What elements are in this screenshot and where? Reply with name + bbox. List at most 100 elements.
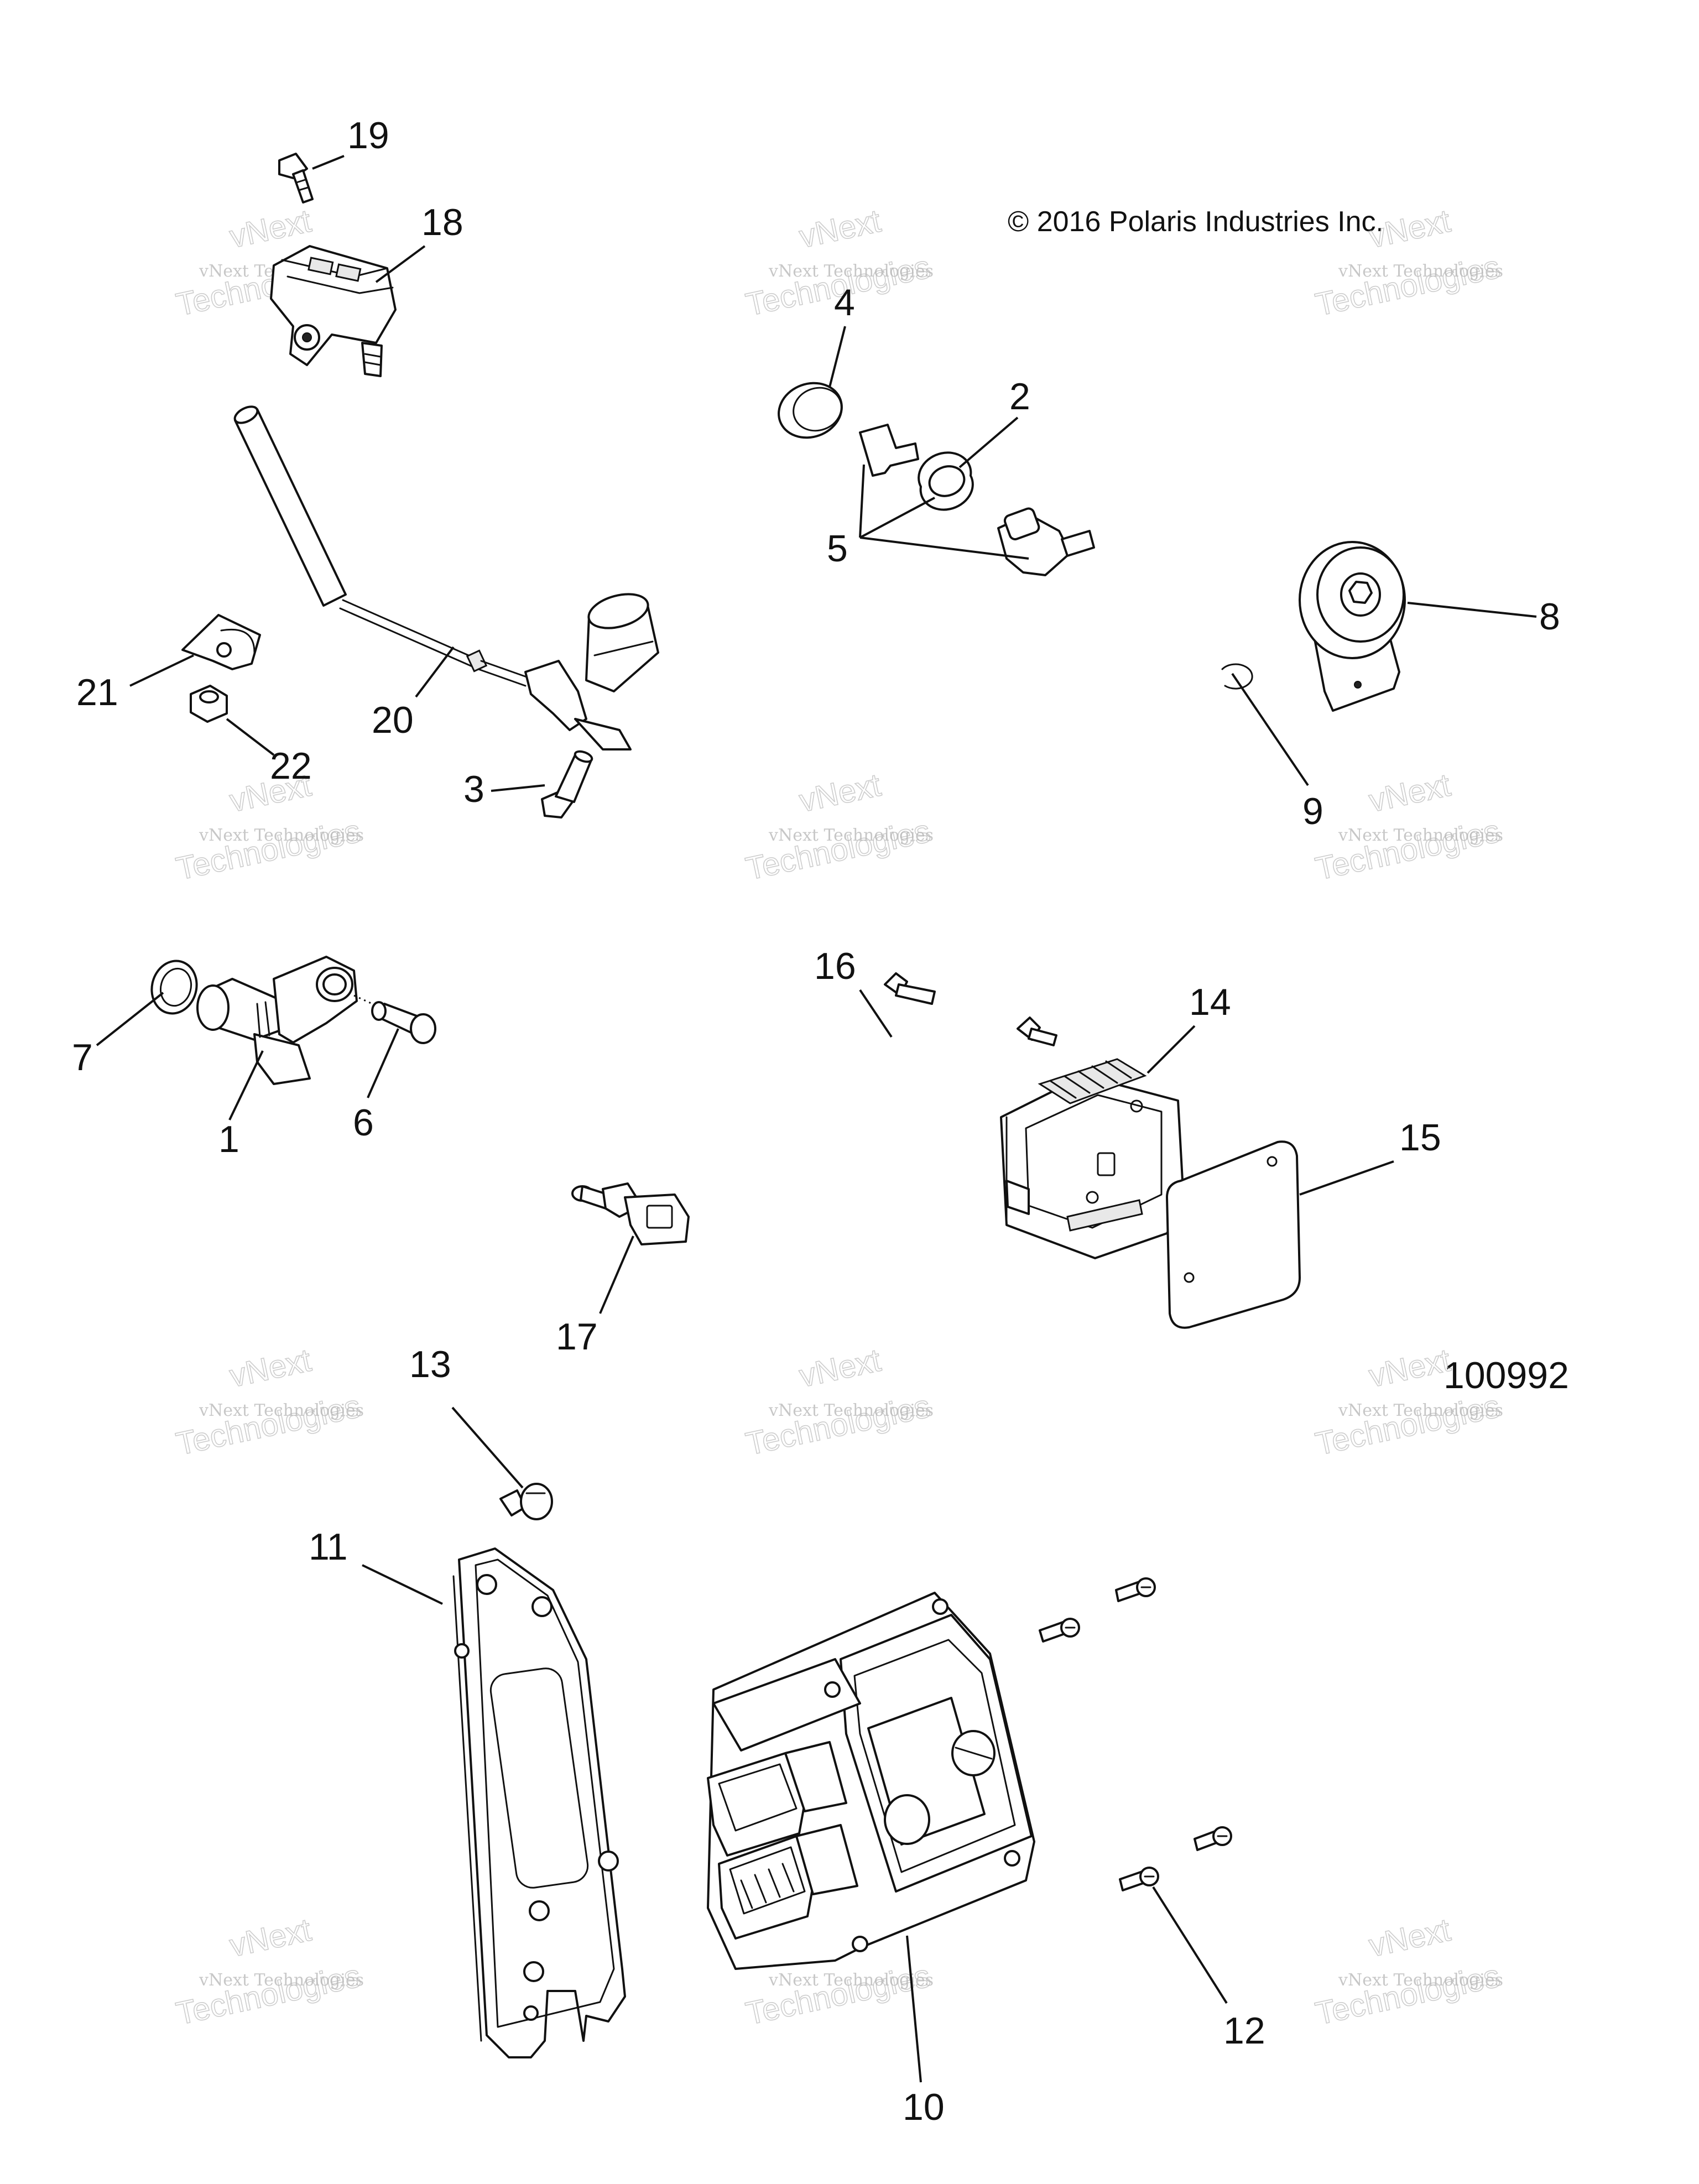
watermark-vnext: vNext [227,1912,315,1964]
watermark-text: vNext Technologies [1338,826,1503,845]
watermark-technologies: Technologies [173,1388,364,1462]
callout-11: 11 [309,1526,348,1568]
watermark-text: vNext Technologies [1338,1971,1503,1990]
watermark-technologies: Technologies [1312,813,1503,887]
part-17-temp-sensor [571,1182,690,1245]
watermark-vnext: vNext [796,203,884,255]
watermark-technologies: Technologies [743,1388,934,1462]
part-16-screw-b [1017,1017,1057,1046]
figure-number: 100992 [1443,1354,1569,1396]
callout-17: 17 [556,1316,598,1358]
ecu-connector-lower [718,1824,858,1940]
leader-11 [362,1564,443,1605]
part-16-screw-a [884,972,936,1005]
watermark-vnext: vNext [1366,1912,1454,1964]
leader-17 [599,1236,634,1314]
watermark-text: vNext Technologies [1338,262,1503,281]
callout-12: 12 [1223,2010,1265,2052]
leader-21 [129,654,194,687]
part-21-clamp [181,614,261,670]
part-19-bolt [278,153,314,204]
callout-4: 4 [834,282,855,324]
callout-8: 8 [1539,596,1560,638]
part-15-gasket [1166,1140,1301,1329]
watermark-technologies: Technologies [1312,1388,1503,1462]
callout-5: 5 [827,528,848,570]
watermark-text: vNext Technologies [768,1401,934,1420]
leader-5b [859,497,935,539]
part-20-speed-sensor [233,405,659,750]
watermark-technologies: Technologies [743,813,934,887]
callout-19: 19 [347,114,389,157]
housing-fins [1050,1060,1132,1099]
watermark-text: vNext Technologies [768,1971,934,1990]
watermark-lower-center: vNext vNext Technologies Technologies [742,1342,934,1463]
callout-3: 3 [463,768,484,810]
callout-13: 13 [409,1343,451,1385]
leader-16 [859,989,893,1038]
watermark-technologies: Technologies [1312,1958,1503,2032]
leader-3 [491,784,545,792]
watermark-mid-center: vNext vNext Technologies Technologies [742,767,934,888]
callout-21: 21 [76,671,118,713]
watermark-lower-left: vNext vNext Technologies Technologies [173,1342,364,1463]
watermark-vnext: vNext [227,203,315,255]
watermark-vnext: vNext [227,1342,315,1394]
callout-15: 15 [1399,1117,1441,1159]
watermark-text: vNext Technologies [768,262,934,281]
watermark-technologies: Technologies [173,813,364,887]
part-7-o-ring [150,960,198,1015]
watermark-text: vNext Technologies [199,826,364,845]
part-22-nut [190,685,228,723]
callout-18: 18 [421,201,463,243]
callout-20: 20 [372,699,414,741]
part-11-mounting-plate [452,1547,626,2058]
part-6-sleeve [371,1001,436,1044]
part-12-screw-b [1039,1618,1080,1643]
leader-6 [367,1028,399,1098]
leader-20 [415,646,455,698]
leader-19 [312,155,345,170]
callout-10: 10 [903,2086,945,2128]
watermark-vnext: vNext [1366,1342,1454,1394]
watermark-bottom-right: vNext vNext Technologies Technologies [1312,1911,1503,2032]
watermark-text: vNext Technologies [199,1971,364,1990]
leader-14 [1146,1025,1196,1074]
part-12-screw-d [1119,1867,1159,1891]
watermark-technologies: Technologies [173,1958,364,2032]
callout-9: 9 [1302,790,1323,832]
watermark-text: vNext Technologies [768,826,934,845]
leader-7 [96,992,164,1046]
part-13-push-rivet [499,1483,553,1520]
part-14-housing [1000,1058,1185,1259]
part-18-map-sensor [270,245,397,377]
callout-16: 16 [814,945,856,987]
watermark-text: vNext Technologies [199,1401,364,1420]
callout-22: 22 [270,745,312,787]
callout-6: 6 [353,1102,374,1144]
watermark-bottom-left: vNext vNext Technologies Technologies [173,1911,364,2032]
leader-18 [375,245,426,283]
leader-1 [228,1050,264,1120]
watermark-mid-left: vNext vNext Technologies Technologies [173,767,364,888]
callout-14: 14 [1189,981,1231,1023]
leader-12 [1152,1886,1228,2004]
leader-13 [451,1406,524,1489]
callout-7: 7 [72,1036,93,1078]
part-1-cam-sensor [196,956,358,1085]
leader-4 [828,326,846,388]
part-12-screw-c [1194,1826,1232,1851]
watermark-vnext: vNext [796,767,884,819]
callout-1: 1 [218,1118,239,1160]
part-8-knock-sensor [1299,541,1406,712]
part-10-ecu [707,1592,1035,1970]
leader-2 [958,416,1019,468]
ecu-connector-upper [707,1741,847,1857]
leader-10 [906,1935,922,2083]
watermark-vnext: vNext [1366,767,1454,819]
watermark-vnext: vNext [796,1342,884,1394]
part-12-screw-a [1115,1577,1156,1602]
callout-2: 2 [1009,376,1030,418]
copyright-notice: © 2016 Polaris Industries Inc. [1008,206,1384,238]
